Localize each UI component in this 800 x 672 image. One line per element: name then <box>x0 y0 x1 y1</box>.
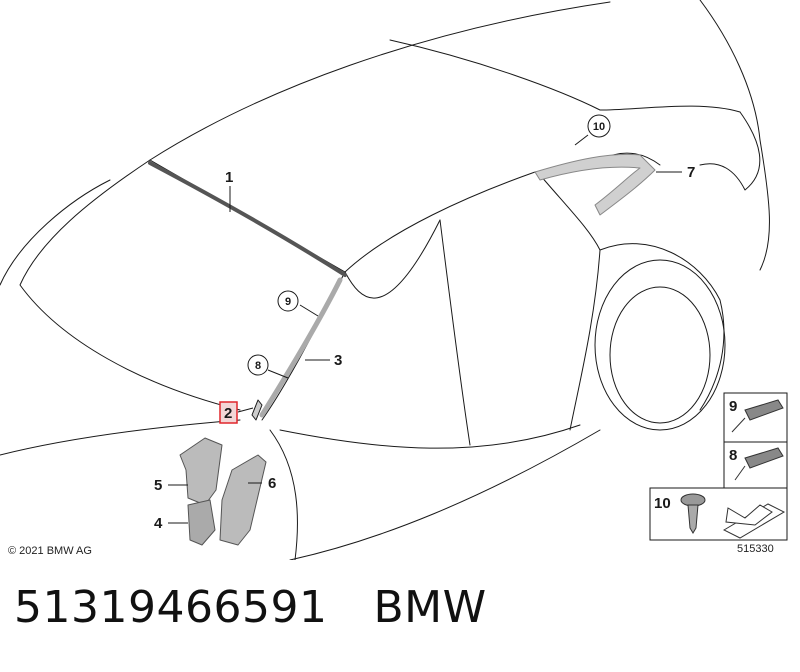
callout-8-circle <box>247 354 269 376</box>
duct-5 <box>179 437 223 506</box>
leader-9 <box>299 304 319 317</box>
inset-panel: 9 8 10 <box>649 392 788 541</box>
lower-body <box>289 429 601 560</box>
rear-wheel <box>609 286 711 424</box>
fender-line <box>599 243 725 411</box>
door-line-2 <box>539 174 601 431</box>
part-2-shape <box>251 399 263 421</box>
leader-10 <box>574 134 589 146</box>
callout-5: 5 <box>154 477 162 494</box>
quarter-trim <box>534 153 656 216</box>
callout-10: 10 <box>593 121 605 133</box>
callout-6: 6 <box>268 475 276 492</box>
body-left-line <box>0 179 111 286</box>
windshield-outline <box>19 159 241 411</box>
a-pillar-inner <box>344 152 661 273</box>
copyright-text: © 2021 BMW AG <box>8 545 92 557</box>
leader-2 <box>237 407 254 413</box>
callout-2-highlight <box>219 401 238 424</box>
inset-screw-head <box>680 493 706 507</box>
roof-outline <box>149 1 611 161</box>
duct-6 <box>219 454 267 546</box>
rear-trunk-line <box>699 111 761 191</box>
inset-clip-8-tail <box>734 465 746 481</box>
inset-arrow-shape <box>725 504 773 526</box>
inset-clip-8 <box>744 447 784 469</box>
windshield-seal <box>148 161 347 277</box>
callout-2: 2 <box>224 405 232 422</box>
parts-diagram: 1 3 5 4 6 7 9 8 10 2 © 2021 BMW AG 9 8 1… <box>0 0 788 560</box>
hood-line <box>0 419 241 456</box>
duct-4 <box>187 499 216 546</box>
inset-label-8: 8 <box>729 447 737 464</box>
pillar-trim-strip <box>259 277 343 418</box>
callout-10-circle <box>587 114 611 138</box>
body-side-line <box>269 429 298 560</box>
side-sill <box>279 424 581 449</box>
front-door-outline <box>439 219 471 446</box>
reference-number: 515330 <box>737 543 774 555</box>
callout-8: 8 <box>255 360 261 372</box>
callout-9: 9 <box>285 296 291 308</box>
part-number: 51319466591 <box>14 582 328 633</box>
inset-clip-9 <box>744 399 784 421</box>
brand-name: BMW <box>373 582 487 633</box>
callout-3: 3 <box>334 352 342 369</box>
belt-line <box>344 219 441 299</box>
rear-outline <box>699 0 770 271</box>
callout-4: 4 <box>154 515 163 532</box>
callout-9-circle <box>277 290 299 312</box>
inset-screw-shank <box>687 504 699 534</box>
roof-edge <box>389 39 741 113</box>
leader-8 <box>267 369 289 379</box>
inset-clip-9-tail <box>731 417 746 433</box>
part-footer: 51319466591 BMW <box>14 582 794 654</box>
inset-label-9: 9 <box>729 398 737 415</box>
callout-1: 1 <box>225 169 233 186</box>
callout-7: 7 <box>687 164 695 181</box>
inset-label-10: 10 <box>654 495 671 512</box>
rear-wheel-arch <box>594 259 726 431</box>
